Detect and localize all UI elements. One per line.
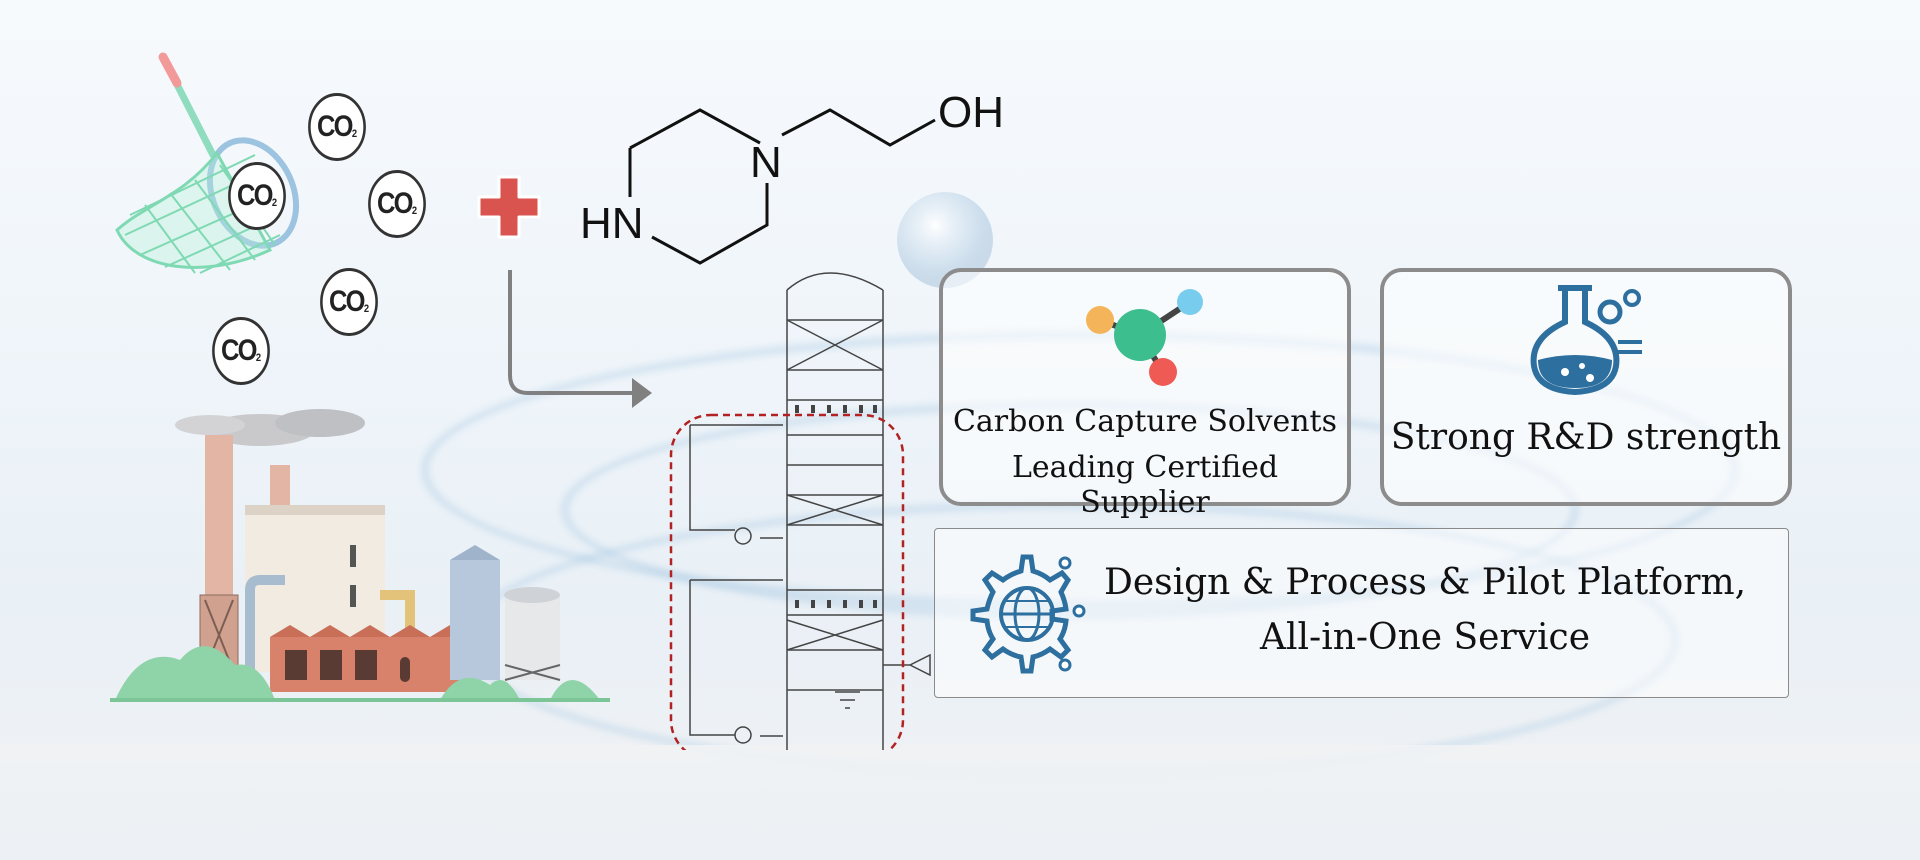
gear-globe-icon [970,554,1086,674]
n-label: N [750,138,782,187]
solvents-line-2: Leading Certified Supplier [1011,450,1279,520]
rd-text: Strong R&D strength [1390,417,1782,458]
hn-label: HN [580,199,644,248]
hydroxyethyl-piperazine-structure: HN N OH [580,88,1004,265]
service-box: Design & Process & Pilot Platform, All-i… [934,528,1789,698]
solvents-card: Carbon Capture Solvents Leading Certifie… [939,268,1351,520]
absorption-tower-diagram [669,272,931,750]
rd-card: Strong R&D strength [1380,268,1792,506]
solvents-line-1: Carbon Capture Solvents [952,404,1338,439]
service-text: Design & Process & Pilot Platform, All-i… [1085,555,1765,665]
oh-label: OH [938,88,1004,137]
service-line-1: Design & Process & Pilot Platform, [1103,562,1747,603]
factory-illustration [110,409,610,702]
bottom-band [0,745,1920,860]
capture-net-icon [115,52,300,274]
flask-gear-icon [1530,285,1642,396]
molecule-icon [1086,289,1203,386]
service-line-2: All-in-One Service [1260,617,1590,658]
process-arrow [508,270,652,408]
plus-icon [477,175,541,239]
water-droplet-icon [897,192,993,288]
